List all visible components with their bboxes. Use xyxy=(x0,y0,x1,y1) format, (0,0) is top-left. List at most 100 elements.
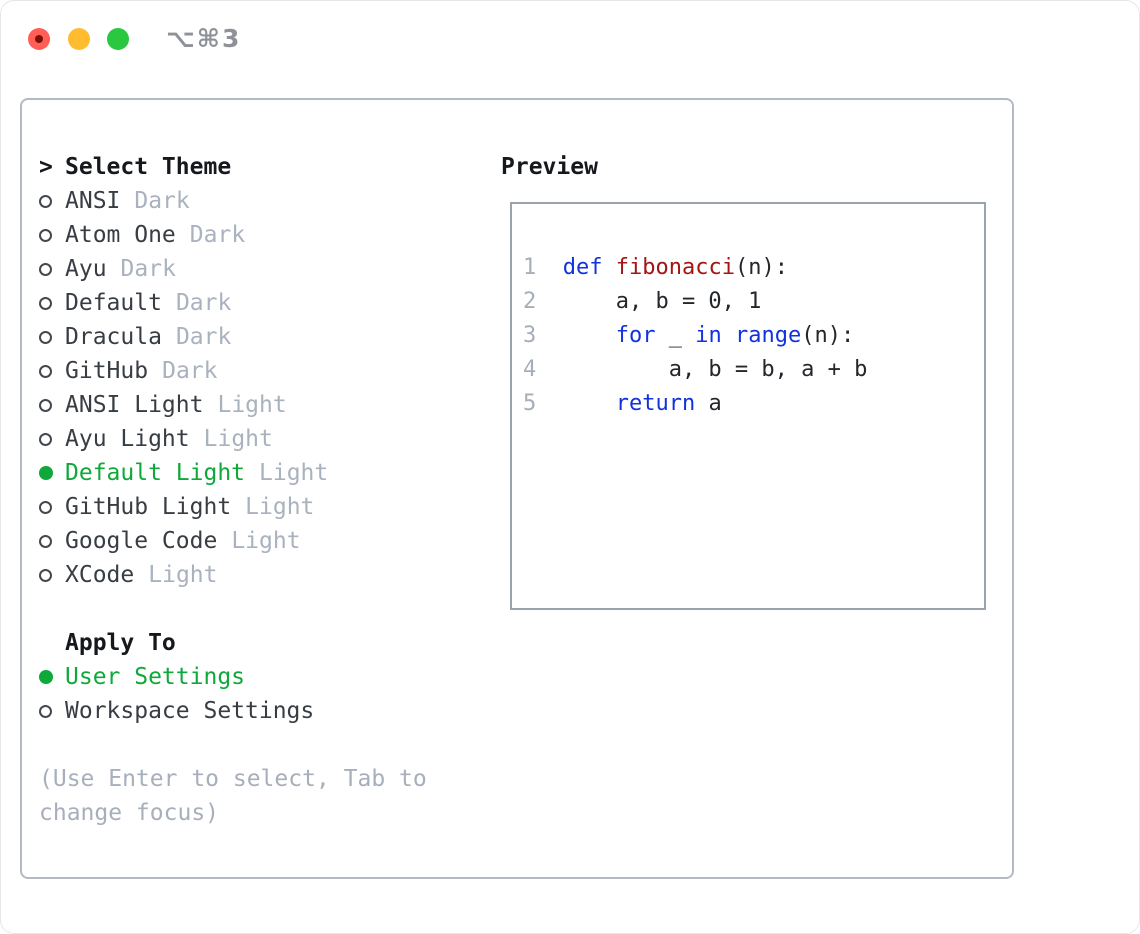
line-number: 3 xyxy=(523,323,537,348)
variant-tag: Dark xyxy=(175,290,232,316)
option-label: Default Light xyxy=(65,460,246,486)
variant-tag: Light xyxy=(203,426,273,452)
theme-option-xcode[interactable]: XCode Light xyxy=(39,558,427,592)
radio-unselected-icon xyxy=(39,432,65,446)
theme-option-default[interactable]: Default Dark xyxy=(39,286,427,320)
preview-title: Preview xyxy=(501,154,598,180)
code-segment: a, b = b, a + b xyxy=(536,357,868,382)
code-segment: a xyxy=(695,391,722,416)
theme-option-ayu[interactable]: Ayu Dark xyxy=(39,252,427,286)
option-label: ANSI xyxy=(65,188,121,214)
variant-tag: Light xyxy=(245,494,315,520)
theme-option-default-light[interactable]: Default Light Light xyxy=(39,456,427,490)
variant-tag: Light xyxy=(148,562,218,588)
spacer xyxy=(523,421,867,455)
radio-circle-icon xyxy=(39,296,52,310)
code-segment xyxy=(603,255,616,280)
code-segment xyxy=(536,323,615,348)
code-segment: def xyxy=(562,255,603,280)
variant-tag: Dark xyxy=(189,222,246,248)
radio-unselected-icon xyxy=(39,704,65,718)
radio-circle-icon xyxy=(39,534,52,548)
line-number: 2 xyxy=(523,289,537,314)
code-segment: (n): xyxy=(734,255,788,280)
radio-selected-icon xyxy=(39,466,65,480)
line-number: 1 xyxy=(523,255,537,280)
keyboard-hint: (Use Enter to select, Tab to xyxy=(39,766,427,792)
radio-circle-icon xyxy=(39,568,52,582)
apply-to-title: Apply To xyxy=(65,630,176,656)
radio-unselected-icon xyxy=(39,296,65,310)
radio-unselected-icon xyxy=(39,568,65,582)
zoom-button[interactable] xyxy=(107,28,129,50)
radio-unselected-icon xyxy=(39,534,65,548)
code-segment xyxy=(536,255,563,280)
code-line: 2 a, b = 0, 1 xyxy=(523,285,867,319)
radio-unselected-icon xyxy=(39,228,65,242)
keyboard-hint: change focus) xyxy=(39,800,220,826)
option-label: Ayu xyxy=(65,256,107,282)
radio-circle-icon xyxy=(39,262,52,276)
variant-tag: Dark xyxy=(175,324,232,350)
code-segment: return xyxy=(615,391,696,416)
radio-unselected-icon xyxy=(39,500,65,514)
spacer xyxy=(39,728,427,762)
variant-tag: Dark xyxy=(162,358,218,384)
radio-circle-icon xyxy=(39,432,52,446)
theme-option-ayu-light[interactable]: Ayu Light Light xyxy=(39,422,427,456)
code-segment xyxy=(536,391,615,416)
option-label: Google Code xyxy=(65,528,218,554)
code-segment: fibonacci xyxy=(615,255,735,280)
radio-circle-icon xyxy=(39,398,52,412)
apply-option-user-settings[interactable]: User Settings xyxy=(39,660,427,694)
radio-circle-icon xyxy=(39,500,52,514)
code-segment: (n): xyxy=(801,323,855,348)
variant-tag: Light xyxy=(231,528,301,554)
theme-option-ansi-light[interactable]: ANSI Light Light xyxy=(39,388,427,422)
spacer xyxy=(39,592,427,626)
code-segment: in xyxy=(695,323,722,348)
apply-to-header: Apply To xyxy=(39,626,427,660)
code-segment: a, b = 0, 1 xyxy=(536,289,762,314)
prompt-chevron-icon: > xyxy=(39,154,53,180)
code-line: 4 a, b = b, a + b xyxy=(523,353,867,387)
radio-unselected-icon xyxy=(39,364,65,378)
option-label: User Settings xyxy=(65,664,246,690)
radio-unselected-icon xyxy=(39,398,65,412)
select-theme-header: > Select Theme xyxy=(39,150,427,184)
radio-circle-icon xyxy=(39,704,52,718)
code-segment: for xyxy=(615,323,656,348)
option-label: GitHub xyxy=(65,358,149,384)
close-button[interactable] xyxy=(28,28,50,50)
window-shortcut-label: ⌥⌘3 xyxy=(166,24,242,53)
prompt-marker: > xyxy=(39,154,65,180)
radio-circle-icon xyxy=(39,670,53,684)
option-label: Ayu Light xyxy=(65,426,190,452)
option-label: Default xyxy=(65,290,162,316)
option-label: GitHub Light xyxy=(65,494,232,520)
select-theme-title: Select Theme xyxy=(65,154,232,180)
variant-tag: Light xyxy=(259,460,329,486)
code-line: 3 for _ in range(n): xyxy=(523,319,867,353)
code-line: 5 return a xyxy=(523,387,867,421)
apply-option-workspace-settings[interactable]: Workspace Settings xyxy=(39,694,427,728)
radio-unselected-icon xyxy=(39,262,65,276)
code-segment: _ xyxy=(655,323,696,348)
radio-circle-icon xyxy=(39,466,53,480)
option-label: XCode xyxy=(65,562,135,588)
theme-option-google-code[interactable]: Google Code Light xyxy=(39,524,427,558)
variant-tag: Dark xyxy=(120,256,176,282)
line-number: 4 xyxy=(523,357,537,382)
theme-option-github-light[interactable]: GitHub Light Light xyxy=(39,490,427,524)
variant-tag: Light xyxy=(217,392,287,418)
minimize-button[interactable] xyxy=(68,28,90,50)
option-label: ANSI Light xyxy=(65,392,204,418)
code-segment: range xyxy=(734,323,802,348)
theme-option-github[interactable]: GitHub Dark xyxy=(39,354,427,388)
